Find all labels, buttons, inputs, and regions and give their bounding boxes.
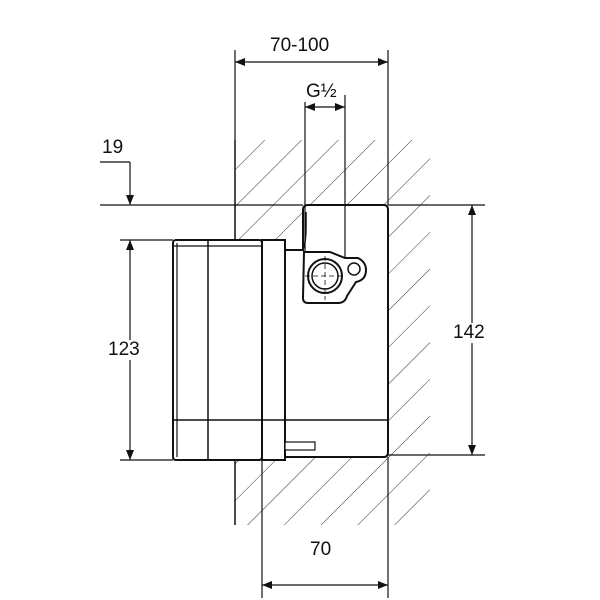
drain-slot bbox=[284, 441, 316, 451]
mounting-plate bbox=[261, 239, 286, 461]
label-connection: G½ bbox=[304, 81, 339, 102]
front-cover bbox=[172, 239, 263, 461]
label-depth: 70 bbox=[308, 539, 334, 560]
label-front-height: 123 bbox=[106, 339, 142, 360]
label-width-range: 70-100 bbox=[268, 35, 332, 56]
label-offset: 19 bbox=[102, 137, 124, 158]
screw-hole bbox=[347, 262, 361, 276]
label-body-height: 142 bbox=[451, 322, 487, 343]
